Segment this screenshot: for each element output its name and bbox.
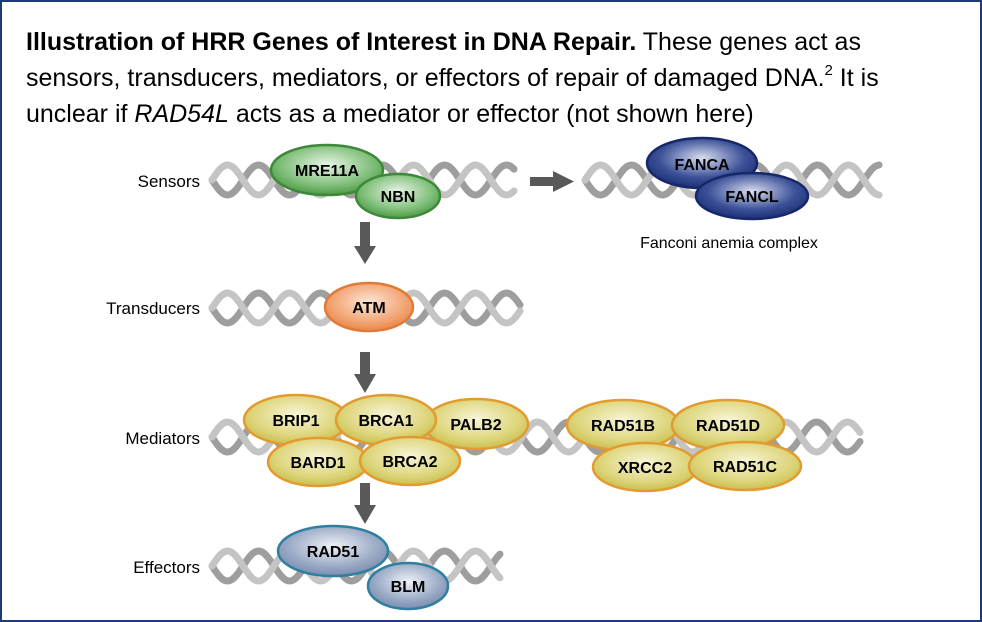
gene-rad51b: RAD51B [565, 398, 681, 452]
row-label-effectors: Effectors [133, 558, 200, 577]
gene-blm: BLM [366, 561, 450, 611]
caption-text-2: It is unclear if [26, 64, 879, 128]
arrow-transducers-to-mediators-icon [354, 352, 376, 393]
gene-label-brca2: BRCA2 [382, 454, 437, 471]
gene-label-nbn: NBN [381, 189, 416, 206]
gene-label-fanca: FANCA [674, 157, 730, 174]
gene-label-rad51: RAD51 [307, 544, 360, 561]
gene-label-rad51b: RAD51B [591, 418, 655, 435]
gene-rad51: RAD51 [276, 524, 390, 578]
gene-nbn: NBN [354, 172, 442, 220]
caption-gene-italic: RAD54L [134, 100, 229, 128]
arrow-mediators-to-effectors-icon [354, 483, 376, 524]
gene-label-mre11a: MRE11A [295, 163, 359, 180]
gene-xrcc2: XRCC2 [591, 441, 699, 493]
gene-label-brca1: BRCA1 [358, 413, 413, 430]
gene-label-blm: BLM [391, 579, 426, 596]
gene-brip1: BRIP1 [242, 393, 350, 447]
gene-label-palb2: PALB2 [450, 417, 501, 434]
caption-text-1: These genes act as sensors, transducers,… [26, 28, 861, 92]
caption-reference: 2 [824, 61, 833, 79]
figure-caption: Illustration of HRR Genes of Interest in… [26, 24, 956, 132]
row-label-transducers: Transducers [106, 299, 200, 318]
row-label-mediators: Mediators [125, 429, 200, 448]
gene-label-xrcc2: XRCC2 [618, 460, 672, 477]
gene-mre11a: MRE11A [269, 143, 385, 197]
arrow-sensors-to-fanconi-icon [530, 171, 574, 192]
dna-strand [208, 547, 504, 585]
caption-text-3: acts as a mediator or effector (not show… [228, 100, 754, 128]
gene-atm: ATM [323, 281, 415, 333]
gene-rad51c: RAD51C [687, 440, 803, 492]
pathway-arrows [354, 171, 574, 524]
gene-label-rad51d: RAD51D [696, 418, 760, 435]
dna-helices [208, 161, 883, 585]
gene-label-bard1: BARD1 [290, 455, 345, 472]
caption-title: Illustration of HRR Genes of Interest in… [26, 28, 637, 56]
arrow-sensors-to-transducers-icon [354, 222, 376, 264]
gene-label-brip1: BRIP1 [272, 413, 319, 430]
gene-label-rad51c: RAD51C [713, 459, 777, 476]
gene-label-atm: ATM [352, 300, 385, 317]
fanconi-complex-label: Fanconi anemia complex [640, 235, 818, 252]
gene-fancl: FANCL [694, 171, 810, 221]
gene-brca1: BRCA1 [334, 393, 438, 447]
gene-label-fancl: FANCL [725, 189, 779, 206]
gene-bard1: BARD1 [266, 436, 370, 488]
row-label-sensors: Sensors [138, 172, 200, 191]
gene-brca2: BRCA2 [358, 435, 462, 487]
